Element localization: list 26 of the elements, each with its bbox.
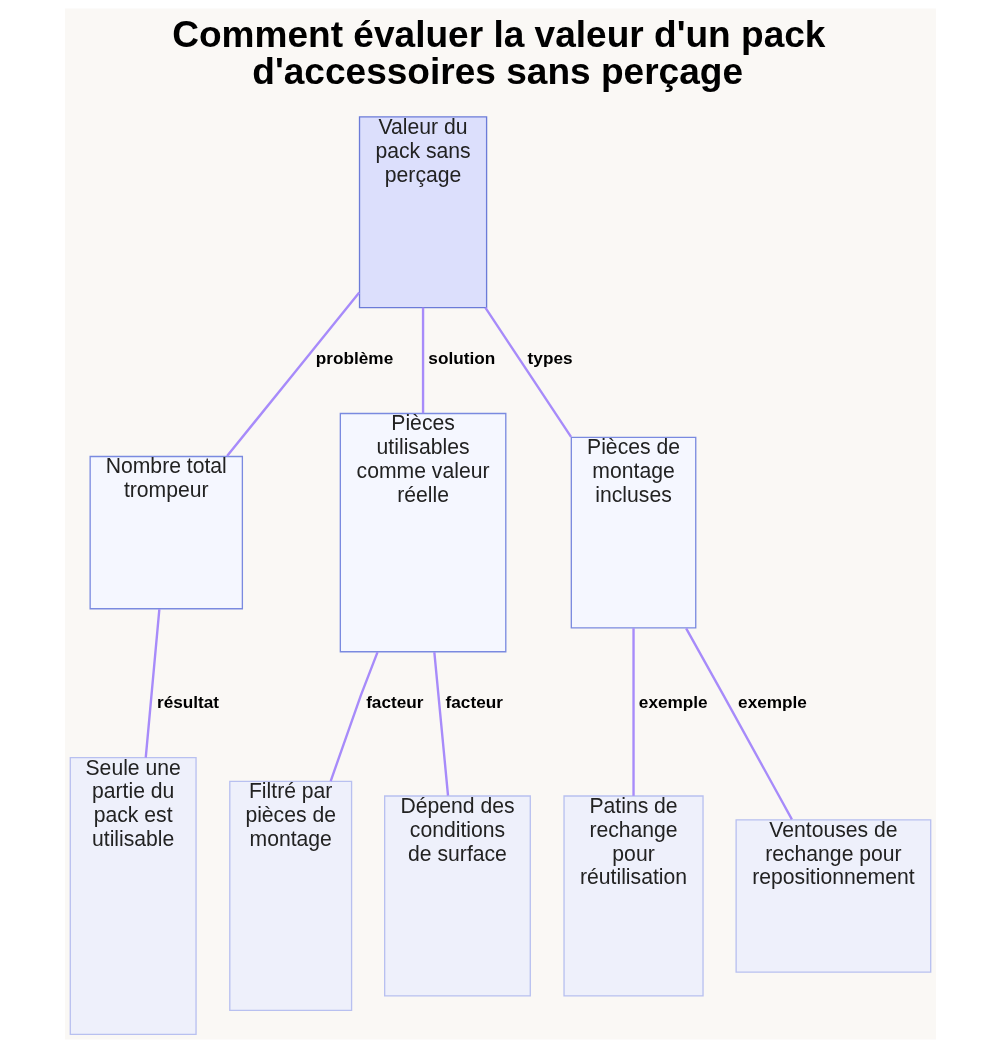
edge-label: résultat: [156, 691, 219, 712]
connector: [225, 291, 360, 457]
connector: [684, 627, 793, 820]
edge-label: exemple: [737, 691, 807, 712]
connector: [432, 651, 449, 796]
connector: [483, 306, 572, 438]
edge-label: exemple: [638, 691, 708, 712]
node-box: Seule une partie du pack est utilisable: [69, 756, 197, 1035]
edge-label: facteur: [365, 691, 423, 712]
node-box: Pièces utilisables comme valeur réelle: [339, 412, 506, 653]
connector: [329, 651, 379, 782]
node-box: Nombre total trompeur: [89, 455, 243, 610]
edge-label: types: [527, 347, 573, 368]
node-box: Ventouses de rechange pour repositionnement: [734, 819, 931, 973]
connector: [144, 609, 161, 758]
edge-label: problème: [315, 347, 393, 368]
node-box: Patins de rechange pour réutilisation: [562, 795, 704, 997]
node-box: Valeur du pack sans perçage: [358, 116, 487, 309]
edge-label: solution: [427, 347, 495, 368]
connector: [631, 628, 635, 796]
node-box: Filtré par pièces de montage: [228, 780, 352, 1012]
node-box: Dépend des conditions de surface: [383, 795, 531, 997]
diagram-title: Comment évaluer la valeur d'un pack d'accessoires sans perçage: [171, 13, 825, 93]
connector: [421, 307, 424, 414]
node-box: Pièces de montage incluses: [570, 436, 696, 629]
edge-label: facteur: [445, 691, 503, 712]
